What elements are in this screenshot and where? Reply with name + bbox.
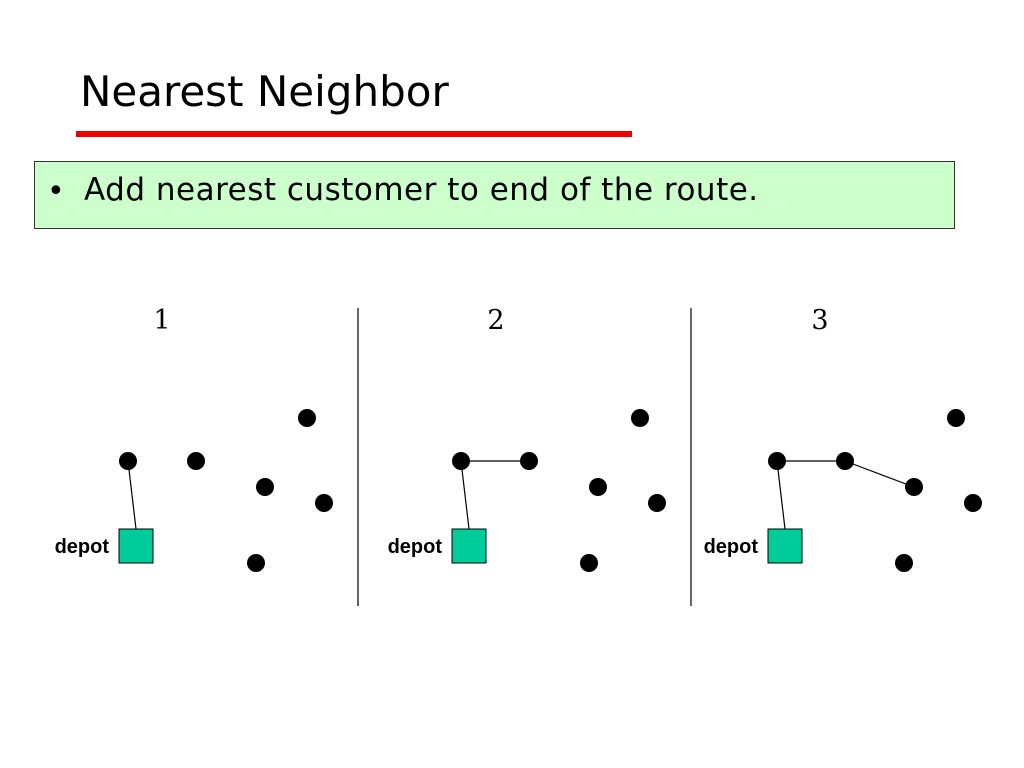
depot-label: depot — [55, 536, 110, 558]
customer-node — [648, 494, 666, 512]
customer-node — [315, 494, 333, 512]
depot-node — [451, 528, 487, 564]
panel-2: 2 depot — [388, 305, 666, 572]
customer-node — [905, 478, 923, 496]
customer-node — [256, 478, 274, 496]
depot-label: depot — [704, 536, 759, 558]
customer-node — [589, 478, 607, 496]
customer-node — [964, 494, 982, 512]
depot-label: depot — [388, 536, 443, 558]
bullet-box: • Add nearest customer to end of the rou… — [34, 161, 955, 229]
route-edge — [127, 460, 137, 530]
customer-node — [298, 409, 316, 427]
customer-node — [187, 452, 205, 470]
panel-1: 1 depot — [55, 305, 333, 572]
route-edge — [460, 460, 470, 530]
bullet-marker: • — [47, 174, 65, 209]
panel-3: 3 depot — [704, 305, 982, 572]
customer-node — [895, 554, 913, 572]
depot-node — [767, 528, 803, 564]
customer-node — [580, 554, 598, 572]
customer-node — [631, 409, 649, 427]
route-edge — [844, 460, 915, 488]
customer-node — [947, 409, 965, 427]
customer-node — [119, 452, 137, 470]
bullet-text: Add nearest customer to end of the route… — [84, 172, 759, 208]
slide-title: Nearest Neighbor — [80, 67, 449, 116]
depot-node — [118, 528, 154, 564]
title-underline — [76, 131, 632, 137]
customer-node — [768, 452, 786, 470]
route-edge — [776, 460, 786, 530]
customer-node — [452, 452, 470, 470]
customer-node — [836, 452, 854, 470]
customer-node — [520, 452, 538, 470]
customer-node — [247, 554, 265, 572]
step-label: 3 — [811, 305, 828, 336]
step-label: 2 — [487, 305, 504, 336]
step-label: 1 — [153, 305, 170, 336]
